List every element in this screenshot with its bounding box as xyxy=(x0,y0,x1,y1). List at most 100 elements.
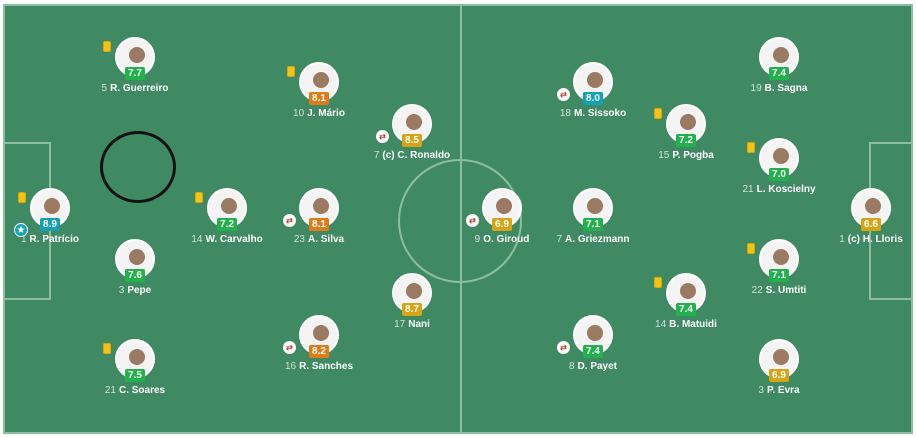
player-name: B. Sagna xyxy=(764,83,808,94)
player-name: R. Sanches xyxy=(299,361,354,372)
player-name: O. Giroud xyxy=(483,234,530,245)
yellow-card-icon xyxy=(195,192,203,203)
player-number: 3 xyxy=(118,285,125,296)
player-name: M. Sissoko xyxy=(573,108,627,119)
player-rating: 7.4 xyxy=(583,345,603,358)
yellow-card-icon xyxy=(747,142,755,153)
player-rating: 7.7 xyxy=(125,67,145,80)
player-number: 14 xyxy=(655,319,667,330)
player-rating: 6.9 xyxy=(492,218,512,231)
player-name: P. Pogba xyxy=(672,150,714,161)
player-number: 14 xyxy=(191,234,203,245)
player-name: W. Carvalho xyxy=(205,234,263,245)
yellow-card-icon xyxy=(103,41,111,52)
man-of-the-match-star-icon: ★ xyxy=(14,223,28,237)
player-rating: 8.0 xyxy=(583,92,603,105)
player-name: Nani xyxy=(408,319,430,330)
yellow-card-icon xyxy=(654,108,662,119)
player-name: S. Umtiti xyxy=(765,285,807,296)
player-label: 1(c) H. Lloris xyxy=(816,234,911,245)
yellow-card-icon xyxy=(747,243,755,254)
player-rating: 6.9 xyxy=(769,369,789,382)
player-number: 1 xyxy=(20,234,27,245)
player-number: 9 xyxy=(474,234,481,245)
yellow-card-icon xyxy=(287,66,295,77)
player-name: A. Silva xyxy=(307,234,345,245)
player-number: 16 xyxy=(284,361,297,372)
player-rating: 8.5 xyxy=(402,134,422,147)
player-label: 7(c) C. Ronaldo xyxy=(357,150,467,161)
center-circle xyxy=(398,159,522,283)
player-number: 1 xyxy=(839,234,845,245)
substitution-icon: ⇄ xyxy=(557,341,570,354)
player-number: 7 xyxy=(373,150,380,161)
player-name: L. Koscielny xyxy=(756,184,816,195)
player-rating: 7.2 xyxy=(217,218,237,231)
player-name: R. Guerreiro xyxy=(110,83,169,94)
player-rating: 7.4 xyxy=(676,303,696,316)
player-rating: 7.2 xyxy=(676,134,696,147)
player-rating: 7.0 xyxy=(769,168,789,181)
player-name: (c) H. Lloris xyxy=(847,234,903,245)
substitution-icon: ⇄ xyxy=(283,214,296,227)
player-name: D. Payet xyxy=(577,361,618,372)
player-rating: 8.2 xyxy=(309,345,329,358)
substitution-icon: ⇄ xyxy=(466,214,479,227)
substitution-icon: ⇄ xyxy=(376,130,389,143)
substitution-icon: ⇄ xyxy=(283,341,296,354)
substitution-icon: ⇄ xyxy=(557,88,570,101)
player-rating: 8.7 xyxy=(402,303,422,316)
player-name: Pepe xyxy=(127,285,152,296)
player-name: P. Evra xyxy=(766,385,800,396)
player-rating: 8.1 xyxy=(309,92,329,105)
player-rating: 7.1 xyxy=(583,218,603,231)
player-name: B. Matuidi xyxy=(669,319,717,330)
player-home-8[interactable]: ⇄ 8.5 7(c) C. Ronaldo xyxy=(357,104,467,174)
player-number: 10 xyxy=(293,108,305,119)
player-name: C. Soares xyxy=(118,385,166,396)
player-number: 21 xyxy=(104,385,116,396)
player-name: (c) C. Ronaldo xyxy=(382,150,451,161)
player-number: 3 xyxy=(758,385,764,396)
player-number: 22 xyxy=(751,285,763,296)
player-rating: 8.9 xyxy=(40,218,60,231)
player-number: 5 xyxy=(101,83,108,94)
yellow-card-icon xyxy=(103,343,111,354)
yellow-card-icon xyxy=(18,192,26,203)
